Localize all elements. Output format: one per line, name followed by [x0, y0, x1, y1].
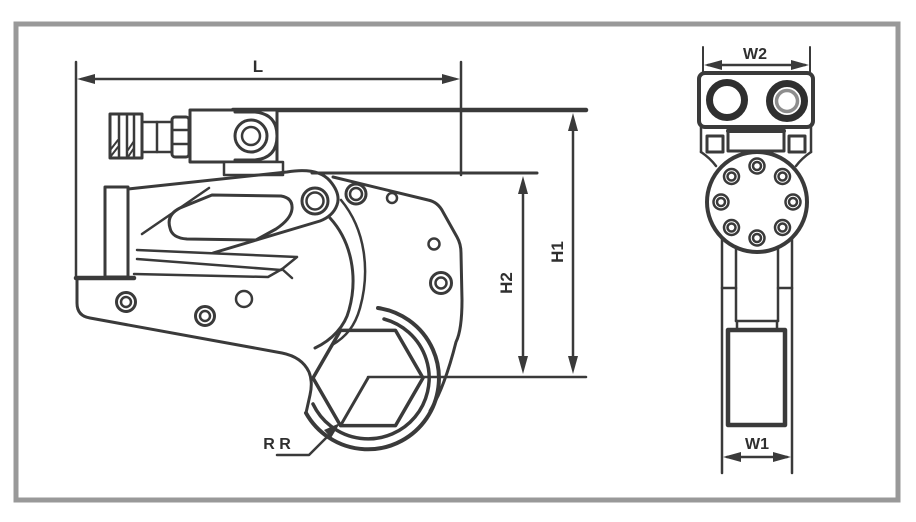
label-W2: W2	[743, 46, 767, 63]
end-view	[697, 46, 815, 475]
arrowhead-right	[442, 74, 460, 84]
reaction-plate	[75, 277, 313, 415]
pivot-bolt	[300, 186, 330, 216]
label-H1: H1	[548, 241, 567, 263]
lower-body	[720, 237, 794, 475]
dimension-W1	[723, 452, 791, 462]
label-W1: W1	[745, 436, 769, 453]
arrowhead-up	[568, 113, 578, 131]
arrowhead-right	[773, 452, 791, 462]
hex-depth-line	[339, 376, 370, 428]
label-L: L	[253, 57, 263, 76]
port-circle	[233, 118, 269, 154]
side-view	[73, 60, 589, 457]
outer-ring-arc	[304, 306, 441, 452]
knurl-hatch	[110, 139, 135, 158]
port-left	[706, 79, 748, 121]
drive-face	[705, 150, 809, 254]
side-plate	[331, 175, 464, 413]
leader-arrowhead	[324, 423, 340, 438]
cylinder-body	[73, 169, 367, 350]
label-R: R R	[263, 436, 291, 453]
inner-ring-arc	[311, 317, 431, 441]
label-H2: H2	[497, 272, 516, 294]
arrowhead-up	[518, 176, 528, 194]
swivel-manifold	[188, 108, 285, 177]
body-slot	[167, 193, 294, 242]
dimension-H1	[568, 113, 578, 374]
cassette-body	[725, 327, 788, 428]
hex-cassette-ring	[304, 306, 441, 452]
dimension-H2	[518, 176, 528, 374]
body-ring-sweep-inner	[330, 198, 367, 347]
arrowhead-left	[723, 452, 741, 462]
body-ring-sweep-outer	[313, 216, 355, 350]
arrowhead-right	[791, 60, 809, 70]
hydraulic-coupler	[108, 112, 191, 160]
port-block	[697, 71, 815, 129]
arrowhead-down	[568, 356, 578, 374]
dimension-L	[74, 60, 463, 280]
port-right	[766, 80, 808, 122]
drawing-frame	[13, 21, 901, 503]
radius-leader	[275, 423, 340, 457]
arrowhead-left	[704, 60, 722, 70]
arrowhead-left	[77, 74, 95, 84]
arrowhead-down	[518, 356, 528, 374]
hex-opening	[311, 328, 425, 428]
bolt-circle	[712, 157, 802, 247]
port-right-inner-ring	[774, 88, 800, 114]
